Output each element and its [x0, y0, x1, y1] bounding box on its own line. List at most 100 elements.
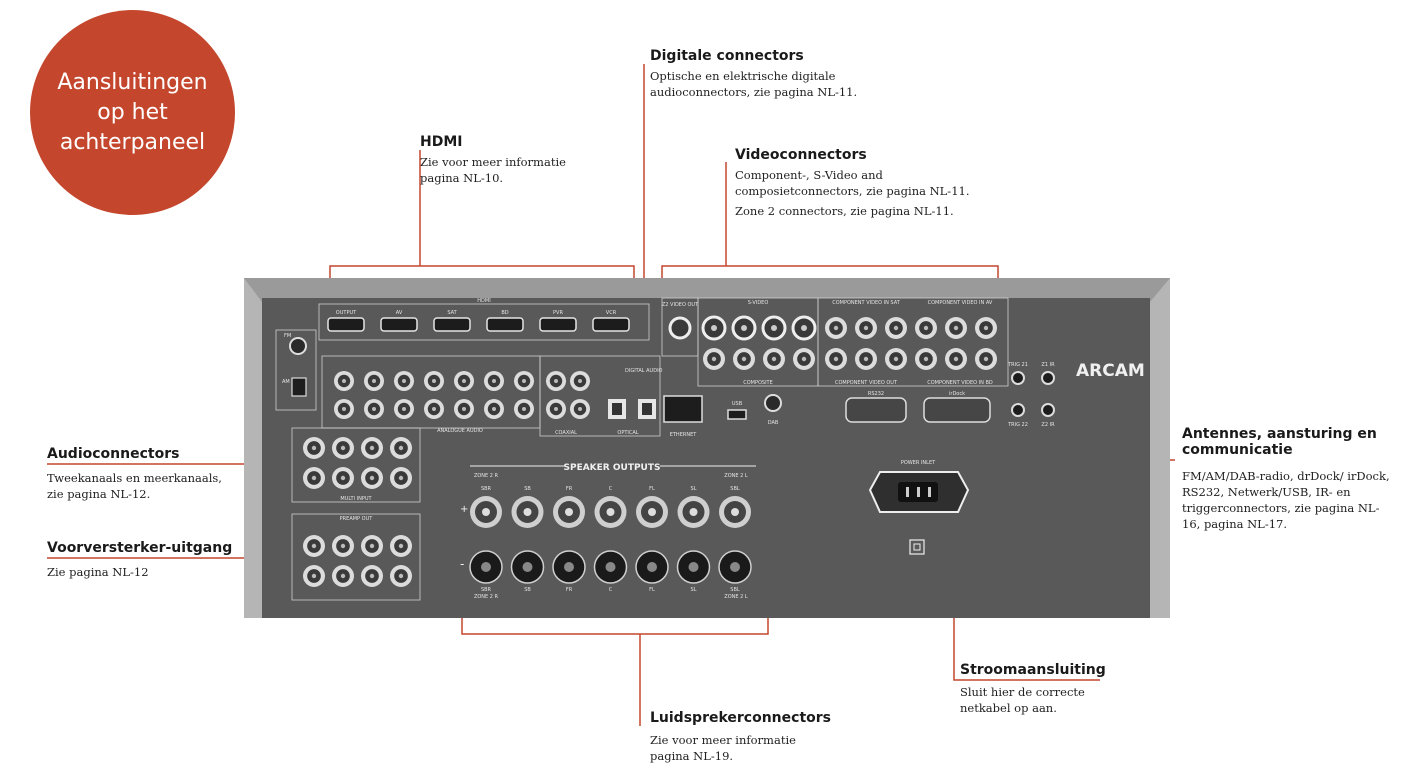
digital-callout-text: Optische en elektrische digitale audioco…	[650, 69, 858, 99]
component-video-in-jack[interactable]	[855, 317, 877, 339]
multichannel-rca-jack[interactable]	[390, 535, 412, 557]
fm-antenna-jack[interactable]	[289, 337, 307, 355]
optical-label: OPTICAL	[617, 430, 638, 436]
usb-port[interactable]	[727, 409, 747, 420]
multichannel-rca-jack[interactable]	[361, 467, 383, 489]
component-video-jack[interactable]	[945, 348, 967, 370]
multichannel-rca-jack[interactable]	[361, 437, 383, 459]
speaker-terminal-positive-sl[interactable]	[677, 496, 710, 528]
hdmi-port-pvr[interactable]	[539, 317, 577, 332]
multichannel-rca-jack[interactable]	[332, 535, 354, 557]
svideo-jack[interactable]	[731, 315, 757, 341]
multichannel-rca-jack[interactable]	[390, 565, 412, 587]
speaker-terminal-positive-sb[interactable]	[511, 496, 544, 528]
composite-video-jack[interactable]	[793, 348, 815, 370]
speaker-terminal-negative-fr[interactable]	[552, 550, 586, 584]
analogue-rca-jack[interactable]	[454, 399, 474, 419]
analogue-rca-jack[interactable]	[514, 399, 534, 419]
analogue-rca-jack[interactable]	[364, 371, 384, 391]
speaker-terminal-positive-c[interactable]	[594, 496, 627, 528]
speaker-terminal-negative-c[interactable]	[593, 550, 628, 584]
analogue-rca-jack[interactable]	[334, 371, 354, 391]
component-video-in-jack[interactable]	[945, 317, 967, 339]
multi-input-label: MULTI INPUT	[340, 496, 372, 502]
component-video-in-jack[interactable]	[975, 317, 997, 339]
composite-video-jack[interactable]	[763, 348, 785, 370]
analogue-rca-jack[interactable]	[394, 371, 414, 391]
speaker-terminal-negative-sbl[interactable]	[718, 550, 752, 584]
analogue-rca-jack[interactable]	[454, 371, 474, 391]
multichannel-rca-jack[interactable]	[390, 437, 412, 459]
multichannel-rca-jack[interactable]	[390, 467, 412, 489]
speaker-terminal-positive-fr[interactable]	[553, 496, 585, 528]
am-label: AM	[282, 379, 290, 385]
speaker-terminal-negative-fl[interactable]	[635, 550, 669, 584]
component-video-jack[interactable]	[855, 348, 877, 370]
multichannel-rca-jack[interactable]	[361, 535, 383, 557]
analogue-rca-jack[interactable]	[514, 371, 534, 391]
digital-coax-jack[interactable]	[546, 371, 566, 391]
speaker-terminal-positive-sbl[interactable]	[719, 496, 751, 528]
irdock-label: irDock	[949, 391, 965, 397]
z2-video-out-jack[interactable]	[668, 316, 692, 340]
irdock-port[interactable]	[923, 397, 991, 423]
multichannel-rca-jack[interactable]	[303, 467, 325, 489]
multichannel-rca-jack[interactable]	[303, 437, 325, 459]
analogue-rca-jack[interactable]	[334, 399, 354, 419]
speaker-terminal-positive-sbr[interactable]	[470, 496, 502, 528]
digital-coax-jack[interactable]	[546, 399, 566, 419]
hdmi-port-bd[interactable]	[486, 317, 524, 332]
analogue-rca-jack[interactable]	[394, 399, 414, 419]
analogue-rca-jack[interactable]	[424, 399, 444, 419]
digital-coax-jack[interactable]	[570, 371, 590, 391]
speaker-terminal-negative-sbr[interactable]	[469, 550, 503, 584]
speaker-callout-text: Zie voor meer informatie pagina NL-19.	[650, 733, 796, 763]
speaker-callout: Luidsprekerconnectors Zie voor meer info…	[650, 710, 831, 764]
hdmi-port-vcr[interactable]	[592, 317, 630, 332]
analogue-rca-jack[interactable]	[484, 399, 504, 419]
digital-coax-jack[interactable]	[570, 399, 590, 419]
analogue-rca-jack[interactable]	[364, 399, 384, 419]
video-jacks	[701, 315, 997, 370]
component-video-jack[interactable]	[975, 348, 997, 370]
multichannel-rca-jack[interactable]	[361, 565, 383, 587]
component-video-jack[interactable]	[915, 348, 937, 370]
svideo-jack[interactable]	[761, 315, 787, 341]
trigger-1-jack[interactable]	[1011, 371, 1025, 385]
analogue-rca-jack[interactable]	[484, 371, 504, 391]
component-video-in-jack[interactable]	[885, 317, 907, 339]
composite-video-jack[interactable]	[703, 348, 725, 370]
hdmi-port-output[interactable]	[327, 317, 365, 332]
component-video-in-jack[interactable]	[915, 317, 937, 339]
multichannel-rca-jack[interactable]	[332, 437, 354, 459]
hdmi-port-label: OUTPUT	[336, 310, 357, 316]
power-callout-text: Sluit hier de correcte netkabel op aan.	[960, 685, 1085, 715]
multichannel-rca-jack[interactable]	[303, 565, 325, 587]
composite-video-jack[interactable]	[733, 348, 755, 370]
component-video-jack[interactable]	[825, 348, 847, 370]
component-video-in-jack[interactable]	[825, 317, 847, 339]
z1-ir-jack[interactable]	[1041, 371, 1055, 385]
svideo-jack[interactable]	[701, 315, 727, 341]
component-video-jack[interactable]	[885, 348, 907, 370]
speaker-terminal-positive-fl[interactable]	[636, 496, 668, 528]
analogue-rca-jack[interactable]	[424, 371, 444, 391]
multichannel-rca-jack[interactable]	[332, 467, 354, 489]
optical-input[interactable]	[608, 399, 626, 419]
rs232-port[interactable]	[845, 397, 907, 423]
am-antenna-terminal[interactable]	[291, 377, 307, 397]
zone2r-top-label: ZONE 2 R	[474, 473, 499, 479]
optical-input[interactable]	[638, 399, 656, 419]
hdmi-port-label: BD	[501, 310, 508, 316]
hdmi-port-sat[interactable]	[433, 317, 471, 332]
ethernet-port[interactable]	[663, 395, 703, 423]
dab-antenna-jack[interactable]	[764, 394, 782, 412]
trigger-2-jack[interactable]	[1011, 403, 1025, 417]
speaker-terminal-negative-sl[interactable]	[676, 550, 711, 584]
svideo-jack[interactable]	[791, 315, 817, 341]
hdmi-port-av[interactable]	[380, 317, 418, 332]
multichannel-rca-jack[interactable]	[332, 565, 354, 587]
z2-ir-jack[interactable]	[1041, 403, 1055, 417]
speaker-terminal-negative-sb[interactable]	[510, 550, 545, 584]
multichannel-rca-jack[interactable]	[303, 535, 325, 557]
